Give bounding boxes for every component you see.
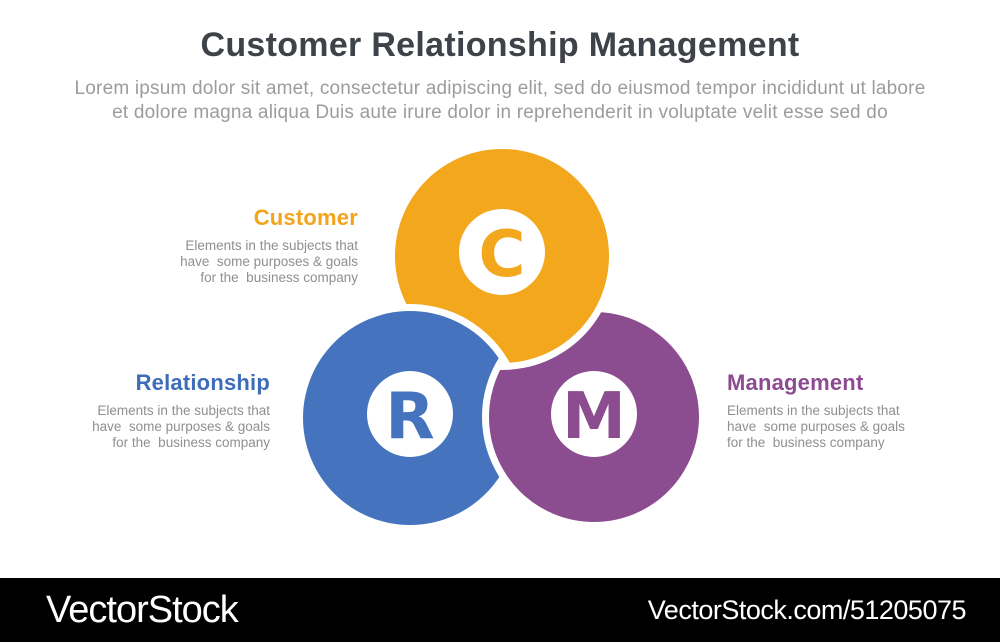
customer-label-title: Customer bbox=[253, 205, 358, 230]
management-label-title: Management bbox=[727, 370, 864, 395]
relationship-label-title: Relationship bbox=[135, 370, 270, 395]
page-title: Customer Relationship Management bbox=[200, 26, 800, 64]
management-label-description: Elements in the subjects that have some … bbox=[727, 403, 905, 450]
management-letter: M bbox=[562, 380, 626, 454]
page-subtitle: Lorem ipsum dolor sit amet, consectetur … bbox=[74, 78, 926, 123]
relationship-label-block: Relationship Elements in the subjects th… bbox=[92, 370, 270, 451]
management-letter-badge bbox=[551, 371, 637, 457]
relationship-letter: R bbox=[385, 380, 434, 454]
watermark-bar: VectorStock VectorStock.com/51205075 bbox=[0, 578, 1000, 642]
vectorstock-url: VectorStock.com/51205075 bbox=[647, 594, 967, 625]
relationship-letter-badge bbox=[367, 371, 453, 457]
relationship-label-description: Elements in the subjects that have some … bbox=[92, 403, 270, 450]
vectorstock-logo: VectorStock bbox=[46, 588, 239, 631]
customer-label-description: Elements in the subjects that have some … bbox=[180, 238, 358, 285]
customer-letter-badge bbox=[459, 209, 545, 295]
customer-letter: C bbox=[479, 218, 526, 292]
customer-label-block: Customer Elements in the subjects that h… bbox=[180, 205, 358, 286]
management-label-block: Management Elements in the subjects that… bbox=[727, 370, 905, 451]
